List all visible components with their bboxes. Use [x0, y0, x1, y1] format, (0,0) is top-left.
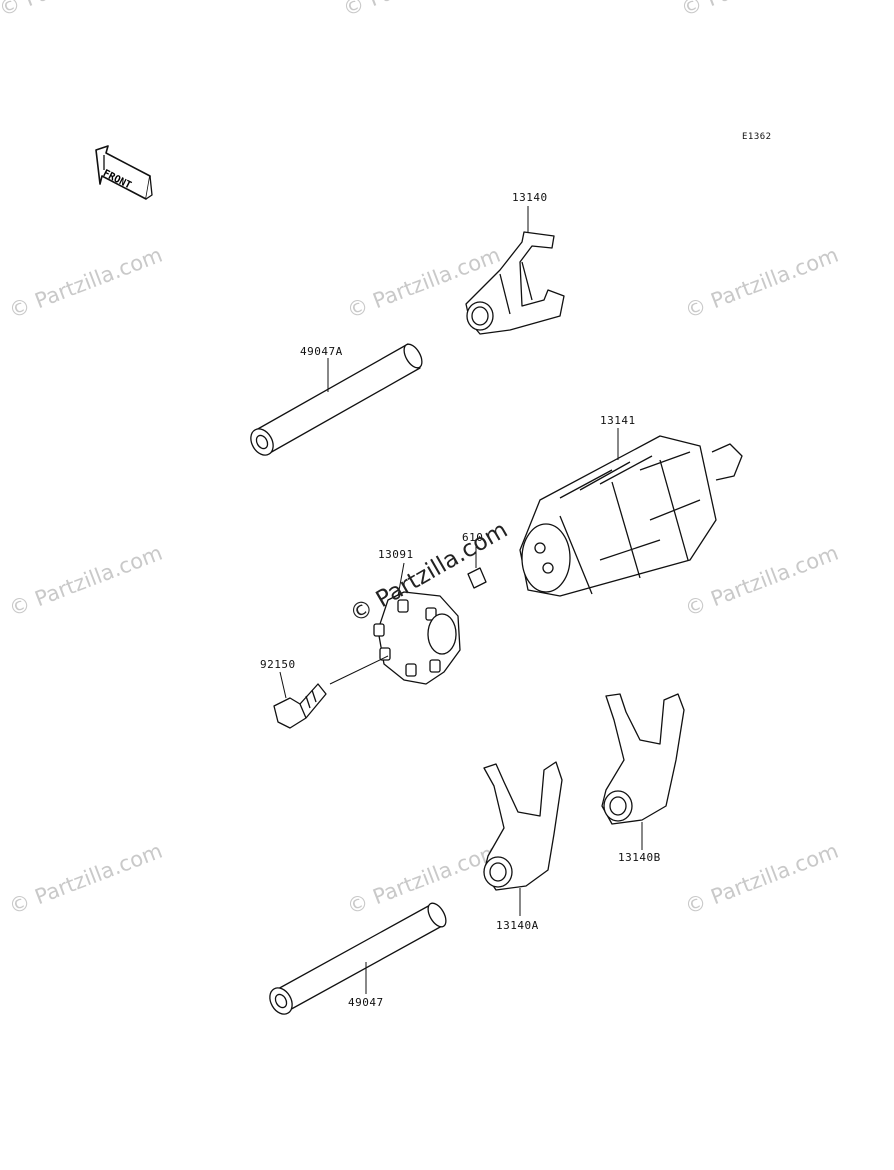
detent-cam-13091	[373, 591, 461, 685]
shift-fork-13140A	[483, 761, 563, 891]
front-arrow-icon	[95, 145, 153, 200]
part-label-49047A[interactable]: 49047A	[300, 345, 343, 358]
part-label-13141[interactable]: 13141	[600, 414, 636, 427]
shaft-49047	[269, 902, 447, 1015]
shaft-49047A	[250, 343, 423, 456]
shift-fork-13140	[465, 231, 565, 335]
part-label-49047[interactable]: 49047	[348, 996, 384, 1009]
part-label-13140B[interactable]: 13140B	[618, 851, 661, 864]
shift-drum-13141	[519, 435, 743, 597]
part-label-610[interactable]: 610	[462, 531, 484, 544]
diagram-code: E1362	[742, 132, 772, 142]
part-label-13091[interactable]: 13091	[378, 548, 414, 561]
part-label-13140[interactable]: 13140	[512, 191, 548, 204]
part-label-13140A[interactable]: 13140A	[496, 919, 539, 932]
part-label-92150[interactable]: 92150	[260, 658, 296, 671]
pin-610	[467, 567, 487, 589]
bolt-92150	[273, 683, 327, 729]
shift-fork-13140B	[601, 693, 685, 825]
